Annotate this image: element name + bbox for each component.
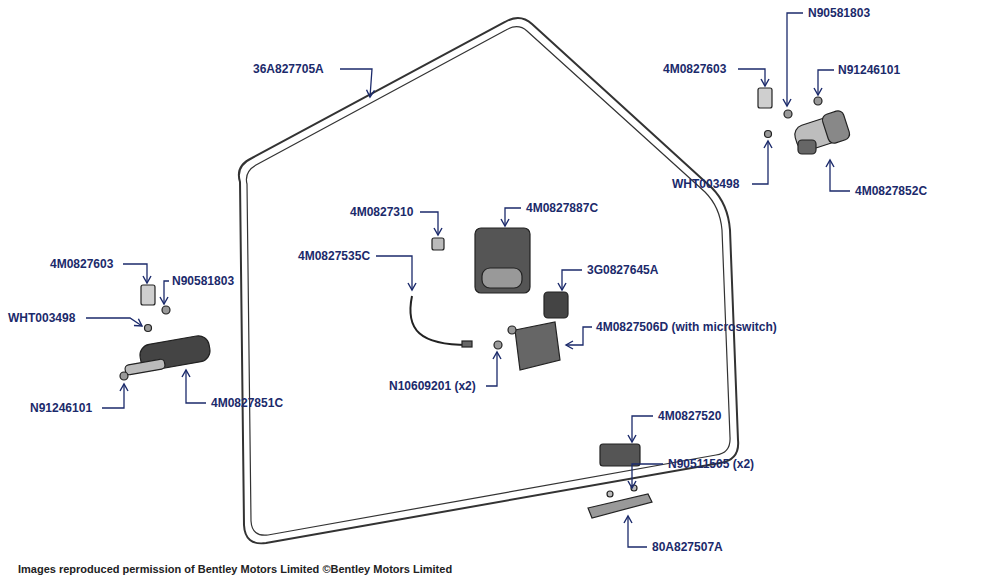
tailgate-seal xyxy=(239,18,738,543)
part-number: 36A827705A xyxy=(253,62,324,76)
part-number: N10609201 (x2) xyxy=(389,379,476,393)
part-number: 4M0827506D (with microswitch) xyxy=(596,320,777,334)
part-number: 4M0827603 xyxy=(50,257,113,271)
part-number: 80A827507A xyxy=(652,540,723,554)
part-drawings xyxy=(120,88,851,518)
part-number: WHT003498 xyxy=(8,311,75,325)
part-number: N91246101 xyxy=(30,401,92,415)
part-number: 4M0827520 xyxy=(658,409,721,423)
part-number: 4M0827852C xyxy=(855,184,927,198)
part-number: 4M0827310 xyxy=(350,205,413,219)
part-number: 4M0827603 xyxy=(663,62,726,76)
leader-lines xyxy=(86,13,850,547)
copyright-caption: Images reproduced permission of Bentley … xyxy=(18,563,452,576)
part-number: N90511505 (x2) xyxy=(668,457,754,471)
part-number: N90581803 xyxy=(808,6,870,20)
part-number: WHT003498 xyxy=(672,177,739,191)
part-number: N91246101 xyxy=(838,63,900,77)
part-number: 3G0827645A xyxy=(587,263,658,277)
part-number: N90581803 xyxy=(172,274,234,288)
part-number: 4M0827851C xyxy=(211,396,283,410)
part-number: 4M0827887C xyxy=(526,201,598,215)
part-number: 4M0827535C xyxy=(298,249,370,263)
